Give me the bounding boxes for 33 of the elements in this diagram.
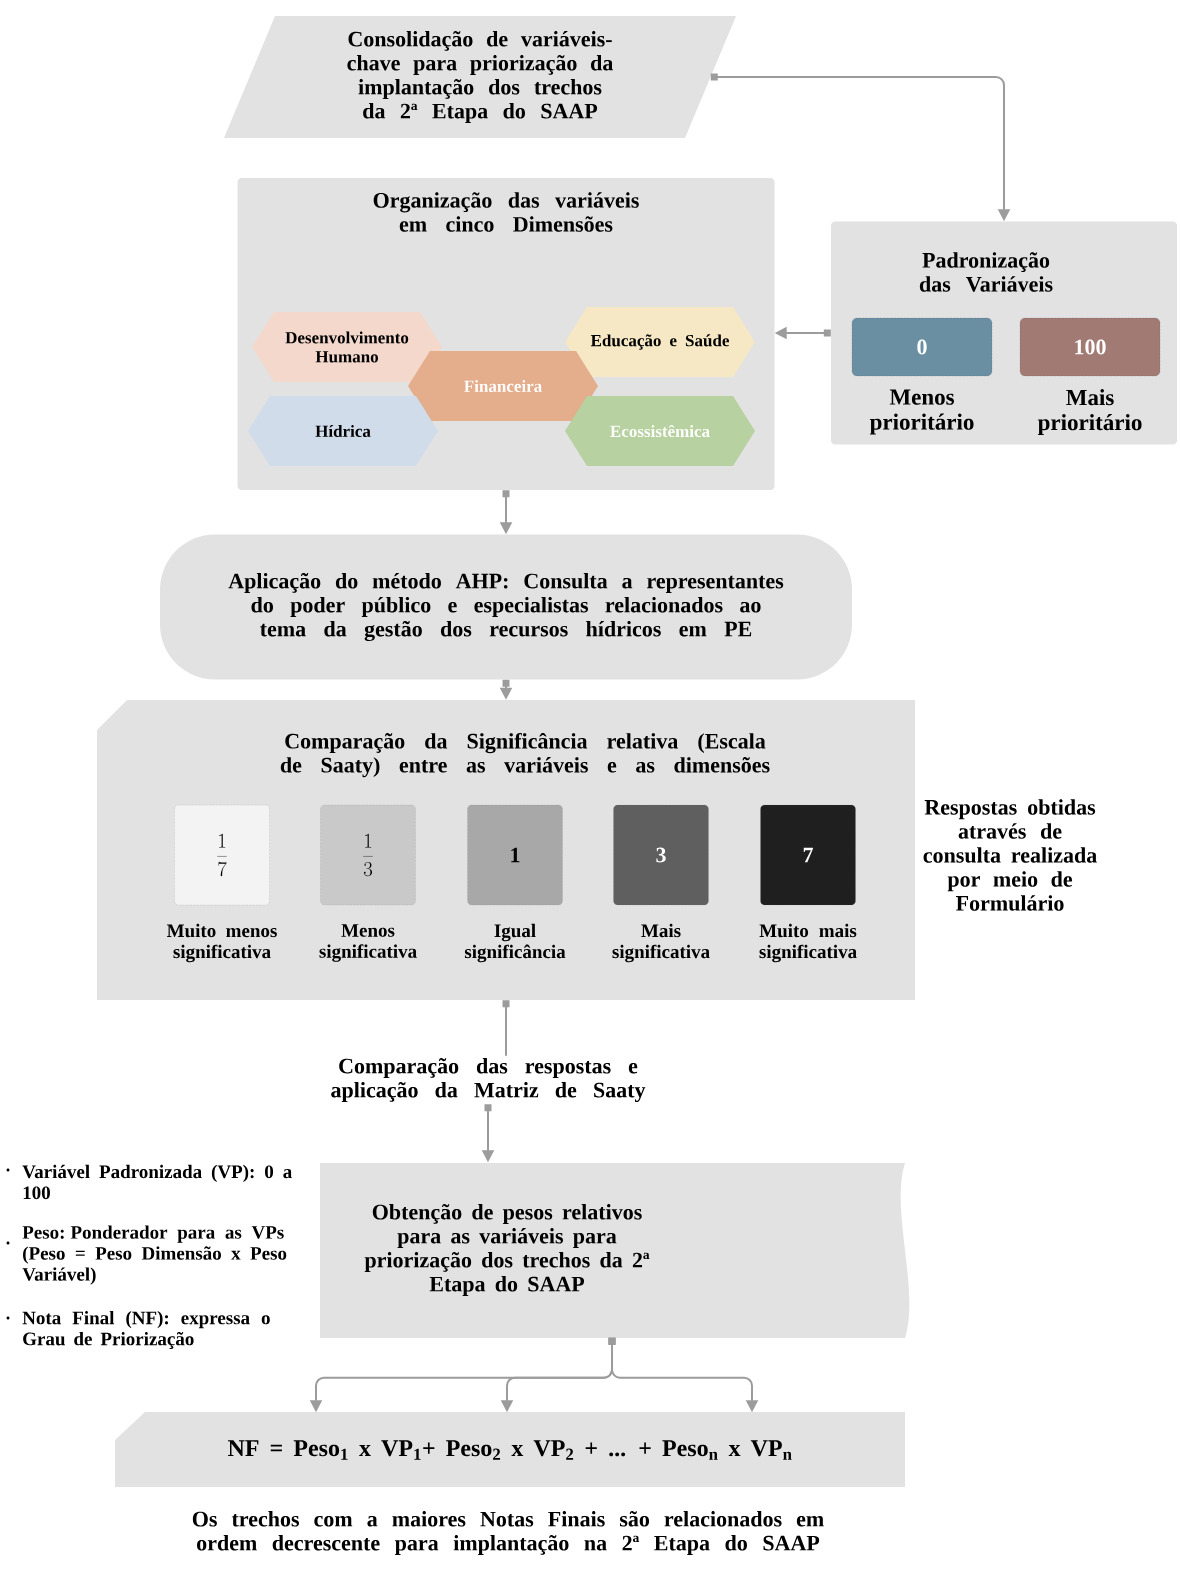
- scale-caption: Muito menos significativa: [167, 923, 277, 963]
- scale-caption: Igual significância: [464, 923, 566, 963]
- value-box: 0: [851, 317, 993, 377]
- scale-caption: Mais prioritário: [1037, 389, 1142, 435]
- scale-caption: Menos significativa: [319, 924, 417, 962]
- dimension-hexagon: Financeira: [408, 351, 598, 421]
- dimension-hexagon: Desenvolvimento Humano: [252, 312, 442, 382]
- arrow: [502, 1000, 510, 1057]
- scale-square: 3: [613, 804, 709, 906]
- result-box: Obtenção de pesos relativos para as variáveis para priorização dos trechos da 2ª Etapa do SAAP: [320, 1163, 910, 1338]
- dimension-hexagon: Ecossistêmica: [565, 396, 755, 466]
- formula-box: NF = Peso$_{1}$ x VP$_{1}$+ Peso$_{2}$ x VP$_{2}$ + ... + Peso$_{n}$ x VP$_{n}$: [115, 1412, 905, 1487]
- scale-square: 7: [760, 804, 856, 906]
- side-note: Respostas obtidas através de consulta realizada por meio de Formulário: [923, 799, 1097, 911]
- panel-heading: Padronização das Variáveis: [919, 252, 1053, 292]
- value-box: 100: [1019, 317, 1161, 377]
- scale-caption: Menos prioritário: [869, 389, 974, 435]
- dimension-hexagon: Hídrica: [248, 396, 438, 466]
- scale-square: 1: [467, 804, 563, 906]
- dimension-hexagon: Educação e Saúde: [565, 307, 755, 377]
- bullet-note: Nota Final (NF): expressa o Grau de Priorização: [6, 1311, 270, 1350]
- conclusion-text: Os trechos com a maiores Notas Finais são relacionados em ordem decrescente para implantação na 2ª Etapa do SAAP: [192, 1511, 824, 1556]
- scale-caption: Muito mais significativa: [759, 923, 857, 963]
- step-text: Comparação das respostas e aplicação da Matriz de Saaty: [331, 1058, 646, 1103]
- bullet-note: Variável Padronizada (VP): 0 a 100: [6, 1164, 292, 1200]
- scale-square: $\frac{1}{7}$: [174, 804, 270, 906]
- input-parallelogram: Consolidação de variáveis-chave para priorização da implantação dos trechos da 2ª Etapa do SAAP: [223, 16, 737, 138]
- scale-square: $\frac{1}{3}$: [320, 804, 416, 906]
- scale-caption: Mais significativa: [612, 923, 710, 963]
- process-box: Aplicação do método AHP: Consulta a representantes do poder público e especialistas relacionados ao tema da gestão dos recursos hídricos em PE: [160, 534, 852, 680]
- panel-heading: Comparação da Significância relativa (Escala de Saaty) entre as variáveis e as dimensões: [280, 732, 770, 778]
- bullet-note: Peso: Ponderador para as VPs (Peso = Peso Dimensão x Peso Variável): [6, 1225, 287, 1285]
- panel-heading: Organização das variáveis em cinco Dimensões: [373, 192, 639, 232]
